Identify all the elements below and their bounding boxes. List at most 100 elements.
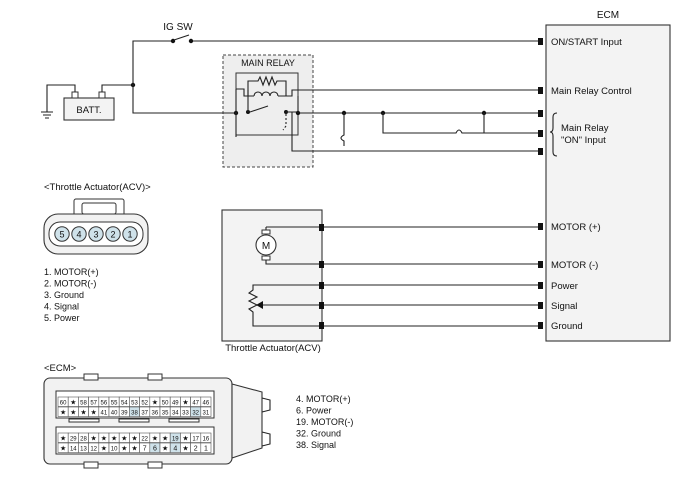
- ecm-connector-pin: ★: [159, 432, 171, 443]
- main-relay-label: MAIN RELAY: [241, 58, 295, 68]
- ecm-connector-pin: ★: [180, 432, 191, 443]
- ecm-connector-pin: ★: [149, 396, 161, 407]
- throttle-legend-item: 3. Ground: [44, 290, 84, 300]
- ecm-connector-pin: 31: [200, 406, 212, 417]
- ecm-connector-pin: 58: [78, 396, 89, 407]
- ecm-connector-pin-label: 46: [203, 400, 210, 406]
- ecm-connector-pin: 7: [139, 442, 151, 453]
- ecm-connector-pin: 53: [129, 396, 140, 407]
- ecm-connector-pin: ★: [88, 432, 100, 443]
- ecm-connector-pin-label: 19: [172, 436, 179, 442]
- ecm-connector-pin-label: 52: [141, 400, 148, 406]
- ecm-connector-pin: ★: [118, 432, 130, 443]
- ecm-connector-pin: 17: [190, 432, 202, 443]
- ecm-connector-pin-label: ★: [182, 398, 188, 406]
- ecm-connector-pin-label: 28: [80, 436, 87, 442]
- throttle-connector-title: <Throttle Actuator(ACV)>: [44, 182, 151, 193]
- ecm-connector-pin-label: 36: [152, 410, 159, 416]
- battery-label: BATT.: [76, 105, 101, 116]
- ecm-connector-pin: ★: [88, 406, 100, 417]
- ecm-connector-pin-label: ★: [131, 444, 137, 452]
- relay-wiring: [132, 85, 538, 152]
- ecm-connector-pin-label: 29: [70, 436, 77, 442]
- ecm-connector-pin-label: 47: [192, 400, 199, 406]
- ecm-connector-pin: 54: [118, 396, 130, 407]
- throttle-pin: 5: [54, 226, 70, 242]
- ecm-connector-pin-label: ★: [60, 408, 66, 416]
- ecm-connector-pin: 22: [139, 432, 151, 443]
- ecm-connector-pin-label: ★: [101, 434, 107, 442]
- ecm-connector-pin: 33: [180, 406, 191, 417]
- ecm-connector-pin-label: 17: [192, 436, 199, 442]
- ecm-legend-item: 4. MOTOR(+): [296, 394, 351, 404]
- ecm-connector-pin-label: 58: [80, 400, 87, 406]
- battery: BATT.: [41, 84, 133, 121]
- ecm-pin-ground: Ground: [551, 321, 583, 332]
- ecm-connector-pin-label: 22: [141, 436, 148, 442]
- ecm-connector-pin-label: ★: [91, 434, 97, 442]
- ecm-legend-item: 32. Ground: [296, 429, 341, 439]
- ecm-connector-pin-label: ★: [60, 444, 66, 452]
- ecm-connector-pin: 46: [200, 396, 212, 407]
- ecm-connector-pin-label: 1: [204, 445, 208, 452]
- ecm-pin-main-relay-control: Main Relay Control: [551, 86, 632, 97]
- ecm-legend-item: 19. MOTOR(-): [296, 417, 353, 427]
- ecm-connector-pin-label: 56: [101, 400, 108, 406]
- ecm-connector-pin-label: 6: [153, 445, 157, 452]
- ecm-connector-pin-label: ★: [60, 434, 66, 442]
- ecm-connector-pin: 4: [169, 442, 181, 453]
- motor-symbol: M: [262, 241, 270, 252]
- ecm-connector-pin-label: 39: [121, 410, 128, 416]
- ecm-connector-pin-label: 32: [192, 410, 199, 416]
- ecm-connector-pin: 14: [67, 442, 79, 453]
- ecm-connector-pin: 60: [57, 396, 69, 407]
- ecm-connector-pin: 6: [149, 442, 161, 453]
- ecm-connector-pin: ★: [57, 442, 69, 453]
- ecm-connector-pin-label: 31: [203, 410, 210, 416]
- ecm-connector-pin-label: ★: [182, 444, 188, 452]
- throttle-legend-item: 2. MOTOR(-): [44, 279, 96, 289]
- ecm-connector-pin: ★: [180, 442, 191, 453]
- ecm-connector-pin-label: ★: [80, 408, 86, 416]
- throttle-legend-item: 1. MOTOR(+): [44, 267, 99, 277]
- ecm-connector-pin-label: ★: [131, 434, 137, 442]
- ecm-connector-pin-label: 14: [70, 446, 77, 452]
- ecm-connector-pin-label: 50: [162, 400, 169, 406]
- ecm-connector-pin: 1: [200, 442, 212, 453]
- throttle-actuator: Throttle Actuator(ACV) M: [221, 209, 324, 354]
- ecm-connector-pin-label: ★: [111, 434, 117, 442]
- ecm-connector-pin: 41: [98, 406, 110, 417]
- throttle-actuator-label: Throttle Actuator(ACV): [225, 343, 321, 354]
- throttle-pin: 3: [88, 226, 104, 242]
- ecm-connector-pin: 50: [159, 396, 171, 407]
- ecm-connector-pin-label: 12: [90, 446, 97, 452]
- throttle-pin-label: 3: [93, 230, 98, 240]
- ecm-connector-pin: 40: [108, 406, 120, 417]
- ecm-connector-pin-label: ★: [162, 434, 168, 442]
- ecm-connector-pin: 47: [190, 396, 202, 407]
- ecm-connector-pin-label: 53: [131, 400, 138, 406]
- ecm-connector-pin-label: ★: [121, 434, 127, 442]
- ecm-connector-pin: 16: [200, 432, 212, 443]
- ecm-connector-pin: 10: [108, 442, 120, 453]
- ecm-connector-pin: 55: [108, 396, 120, 407]
- ecm-connector-pin-label: ★: [182, 434, 188, 442]
- ecm-connector-pin-label: 37: [141, 410, 148, 416]
- ecm-pin-power: Power: [551, 281, 578, 292]
- ecm-connector-pin: ★: [67, 406, 79, 417]
- ecm-connector-pin-label: ★: [91, 408, 97, 416]
- ecm-connector-pin: 57: [88, 396, 100, 407]
- throttle-pin: 2: [105, 226, 121, 242]
- throttle-pin-label: 2: [110, 230, 115, 240]
- throttle-pin: 1: [122, 226, 138, 242]
- ecm-connector-pin-label: ★: [70, 398, 76, 406]
- ecm-connector-pin-label: 16: [203, 436, 210, 442]
- ecm-connector-pin-label: ★: [162, 444, 168, 452]
- ecm-pin-motor-neg: MOTOR (-): [551, 260, 598, 271]
- ecm-connector-pin-label: 2: [194, 445, 198, 452]
- ecm-connector-pin-label: 60: [60, 400, 67, 406]
- ecm-connector-pin: ★: [118, 442, 130, 453]
- ig-switch-label: IG SW: [163, 22, 193, 33]
